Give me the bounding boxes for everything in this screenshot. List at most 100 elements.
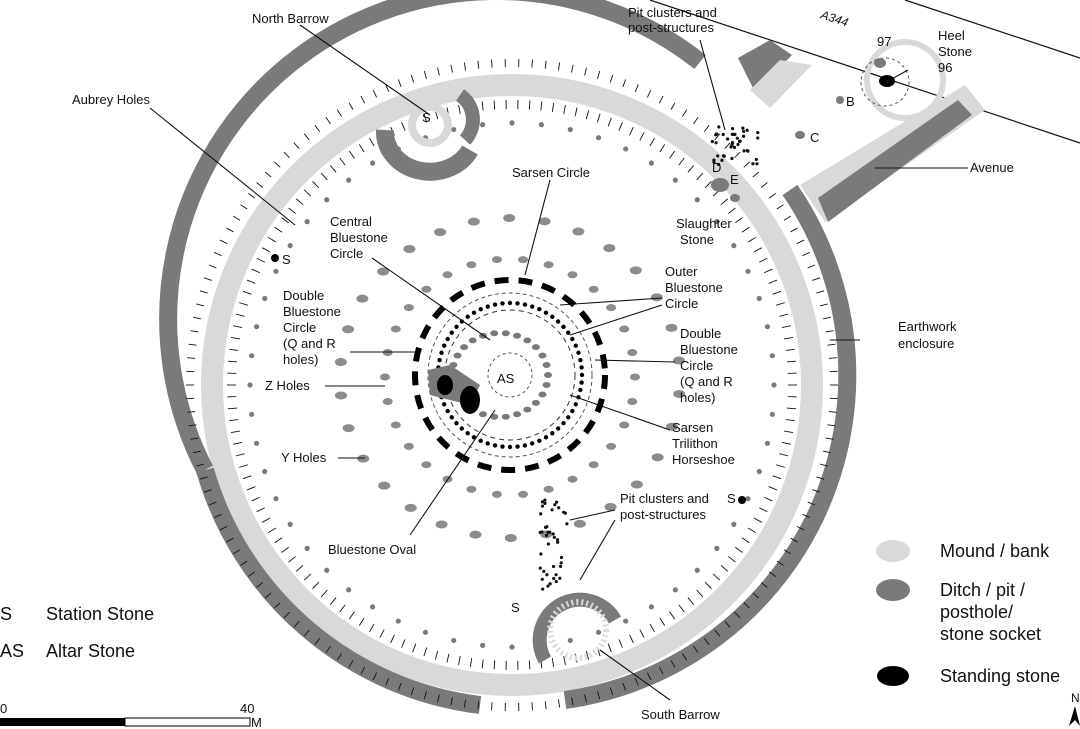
label-earthwork-2: enclosure	[898, 336, 954, 351]
hachure-tick	[469, 657, 473, 668]
aubrey-hole	[370, 160, 376, 166]
hachure-tick	[752, 592, 760, 599]
bluestone	[492, 302, 498, 307]
label-b: B	[846, 94, 855, 109]
hachure-tick	[687, 597, 695, 605]
hachure-tick	[293, 142, 300, 149]
hachure-tick	[720, 198, 729, 205]
label-outer-bluestone-3: Circle	[665, 296, 698, 311]
y-hole	[504, 533, 517, 542]
bluestone-oval-stone	[542, 361, 551, 368]
pit	[552, 576, 556, 581]
label-y-holes: Y Holes	[281, 450, 327, 465]
bluestone	[500, 444, 505, 449]
y-hole	[572, 227, 585, 236]
pit	[730, 156, 734, 161]
hachure-tick	[558, 62, 561, 71]
hachure-tick	[390, 634, 395, 644]
hachure-tick	[229, 348, 239, 351]
hachure-tick	[193, 450, 202, 454]
hachure-tick	[423, 113, 428, 123]
hachure-tick	[786, 407, 797, 410]
hachure-tick	[609, 74, 614, 83]
label-z-holes: Z Holes	[265, 378, 310, 393]
inner-stones	[435, 300, 585, 450]
bluestone	[578, 357, 583, 363]
pit	[741, 126, 745, 130]
pit	[725, 137, 730, 141]
pit	[754, 157, 758, 162]
label-sarsen-trilithon-1: Sarsen	[672, 420, 713, 435]
pit	[543, 525, 548, 529]
hachure-tick	[704, 581, 712, 589]
hachure-tick	[247, 193, 255, 199]
hachure-tick	[233, 325, 243, 329]
north-arrow-label: N	[1071, 691, 1080, 705]
hachure-tick	[303, 133, 310, 141]
hachure-tick	[293, 621, 300, 628]
label-altar-stone: AS	[497, 371, 515, 386]
hachure-tick	[463, 62, 466, 71]
label-central-bluestone-3: Circle	[330, 246, 363, 261]
hachure-tick	[219, 525, 228, 531]
aubrey-hole	[262, 468, 268, 475]
hachure-tick	[481, 659, 484, 669]
z-hole	[567, 271, 578, 279]
north-arrow: N	[1069, 691, 1080, 726]
z-hole	[567, 475, 578, 483]
hachure-tick	[670, 102, 676, 110]
hachure-tick	[329, 597, 337, 605]
enclosure-ditch	[159, 0, 857, 714]
hachure-tick	[802, 251, 810, 257]
hachure-tick	[358, 144, 365, 153]
hachure-tick	[585, 110, 590, 120]
hachure-tick	[785, 419, 795, 422]
label-double-left-3: Circle	[283, 320, 316, 335]
hachure-tick	[728, 556, 736, 563]
y-hole	[538, 217, 551, 226]
hachure-tick	[229, 419, 239, 422]
pit	[543, 498, 547, 502]
hachure-tick	[303, 629, 310, 637]
hachure-tick	[563, 656, 566, 666]
hachure-tick	[822, 316, 831, 320]
hachure-tick	[649, 623, 655, 633]
scale-start: 0	[0, 701, 7, 716]
hachure-tick	[188, 424, 197, 427]
hachure-tick	[336, 109, 342, 117]
bluestone	[530, 441, 535, 446]
bluestone	[442, 402, 447, 407]
pit	[555, 538, 560, 542]
bluestone-oval-stone	[513, 411, 522, 418]
hachure-tick	[696, 589, 704, 598]
hachure-tick	[274, 537, 283, 544]
pit	[716, 154, 720, 158]
y-hole	[357, 454, 370, 463]
hachure-tick	[256, 257, 265, 263]
label-c: C	[810, 130, 819, 145]
pit	[553, 503, 557, 507]
pit	[542, 569, 546, 573]
label-double-left-1: Double	[283, 288, 324, 303]
bluestone	[507, 300, 513, 306]
pit	[741, 134, 746, 138]
hachure-tick	[379, 629, 385, 638]
hachure-tick	[288, 207, 296, 214]
pit	[731, 132, 736, 137]
hachure-tick	[251, 496, 261, 502]
aubrey-hole	[324, 197, 330, 203]
label-slaughter-1: Slaughter	[676, 216, 732, 231]
hachure-tick	[423, 647, 428, 657]
hachure-tick	[437, 67, 440, 76]
bluestone-oval-stone	[468, 337, 477, 344]
trilithon-horseshoe	[428, 352, 533, 414]
hachure-tick	[669, 150, 676, 159]
hachure-tick	[339, 604, 346, 613]
hachure-tick	[802, 513, 810, 519]
hachure-tick	[232, 549, 241, 555]
hachure-tick	[329, 165, 337, 173]
label-double-left-2: Bluestone	[283, 304, 341, 319]
aubrey-hole	[769, 411, 775, 417]
z-hole	[627, 398, 638, 406]
aubrey-hole	[731, 521, 737, 527]
